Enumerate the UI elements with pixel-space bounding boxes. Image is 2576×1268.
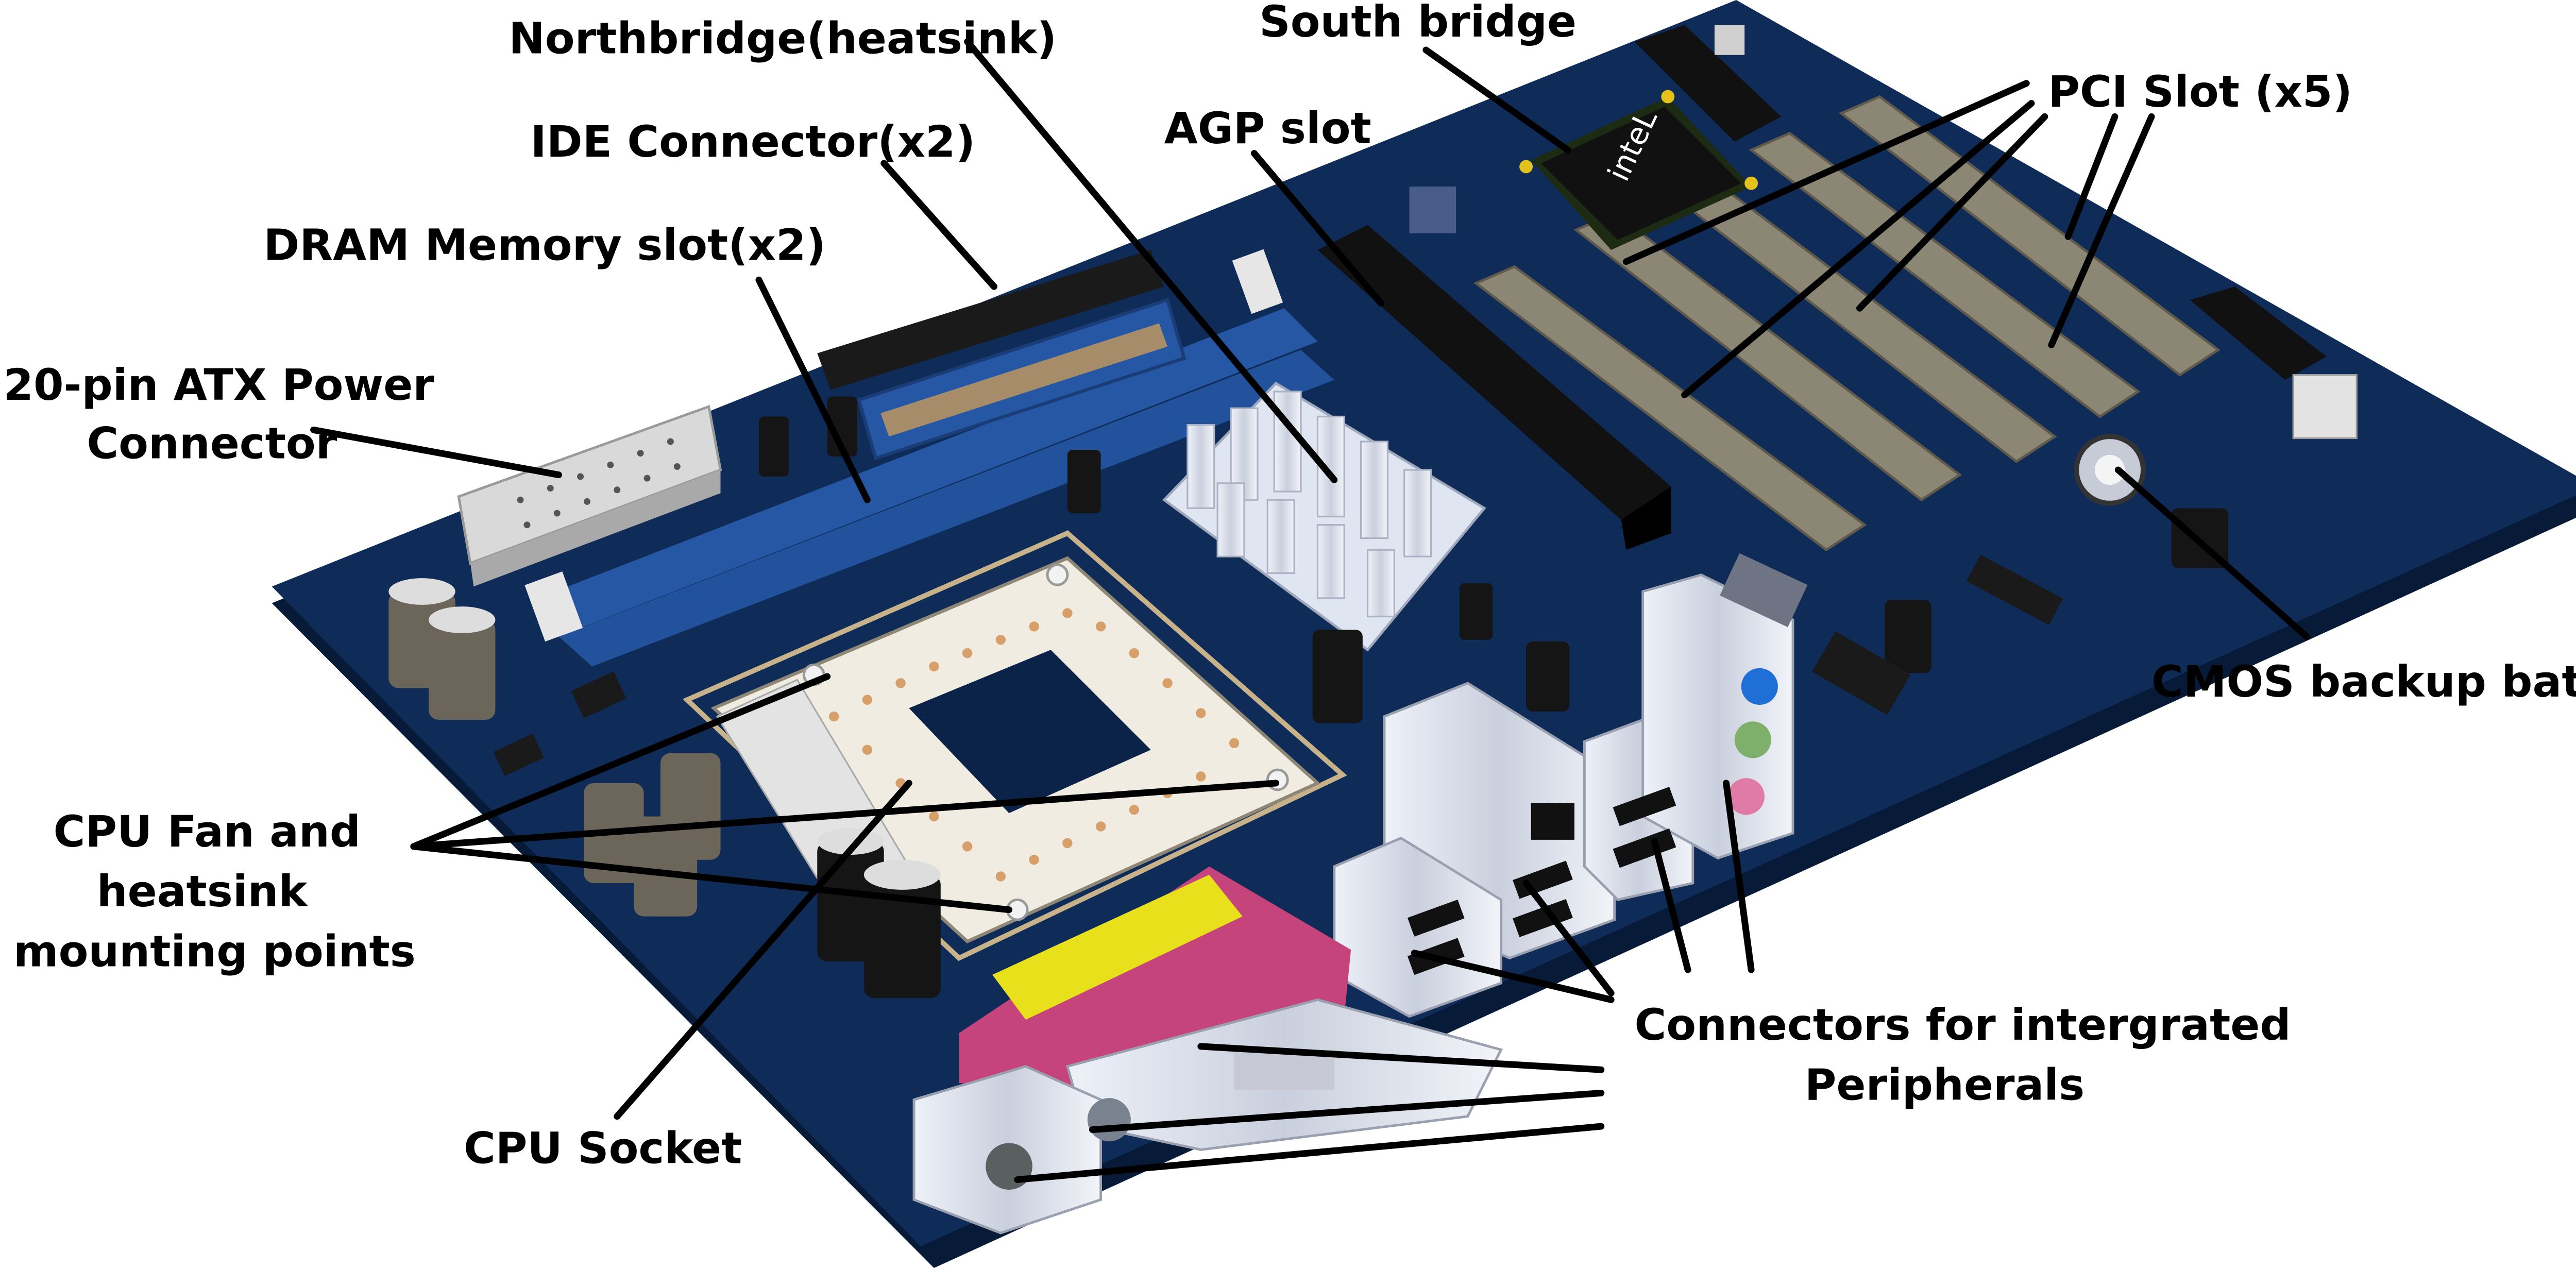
label-agp-slot: AGP slot xyxy=(1164,103,1371,154)
label-cmos-battery: CMOS backup battery xyxy=(2151,656,2576,707)
label-south-bridge: South bridge xyxy=(1259,0,1577,47)
label-cpu-fan-2: heatsink xyxy=(97,866,309,917)
label-atx-power-1: 20-pin ATX Power xyxy=(3,360,434,410)
label-northbridge: Northbridge(heatsink) xyxy=(509,13,1057,64)
cmos-battery xyxy=(2076,436,2143,503)
label-dram-slot: DRAM Memory slot(x2) xyxy=(263,220,826,270)
label-pci-slot: PCI Slot (x5) xyxy=(2048,66,2352,117)
mounting-point xyxy=(1047,565,1067,585)
label-atx-power-2: Connector xyxy=(87,418,337,468)
label-peripherals-2: Peripherals xyxy=(1805,1059,2085,1110)
label-cpu-socket: CPU Socket xyxy=(464,1123,742,1173)
label-peripherals-1: Connectors for intergrated xyxy=(1635,1000,2291,1050)
label-cpu-fan-1: CPU Fan and xyxy=(54,806,361,857)
label-ide-connector: IDE Connector(x2) xyxy=(530,116,975,167)
label-cpu-fan-3: mounting points xyxy=(13,926,416,977)
